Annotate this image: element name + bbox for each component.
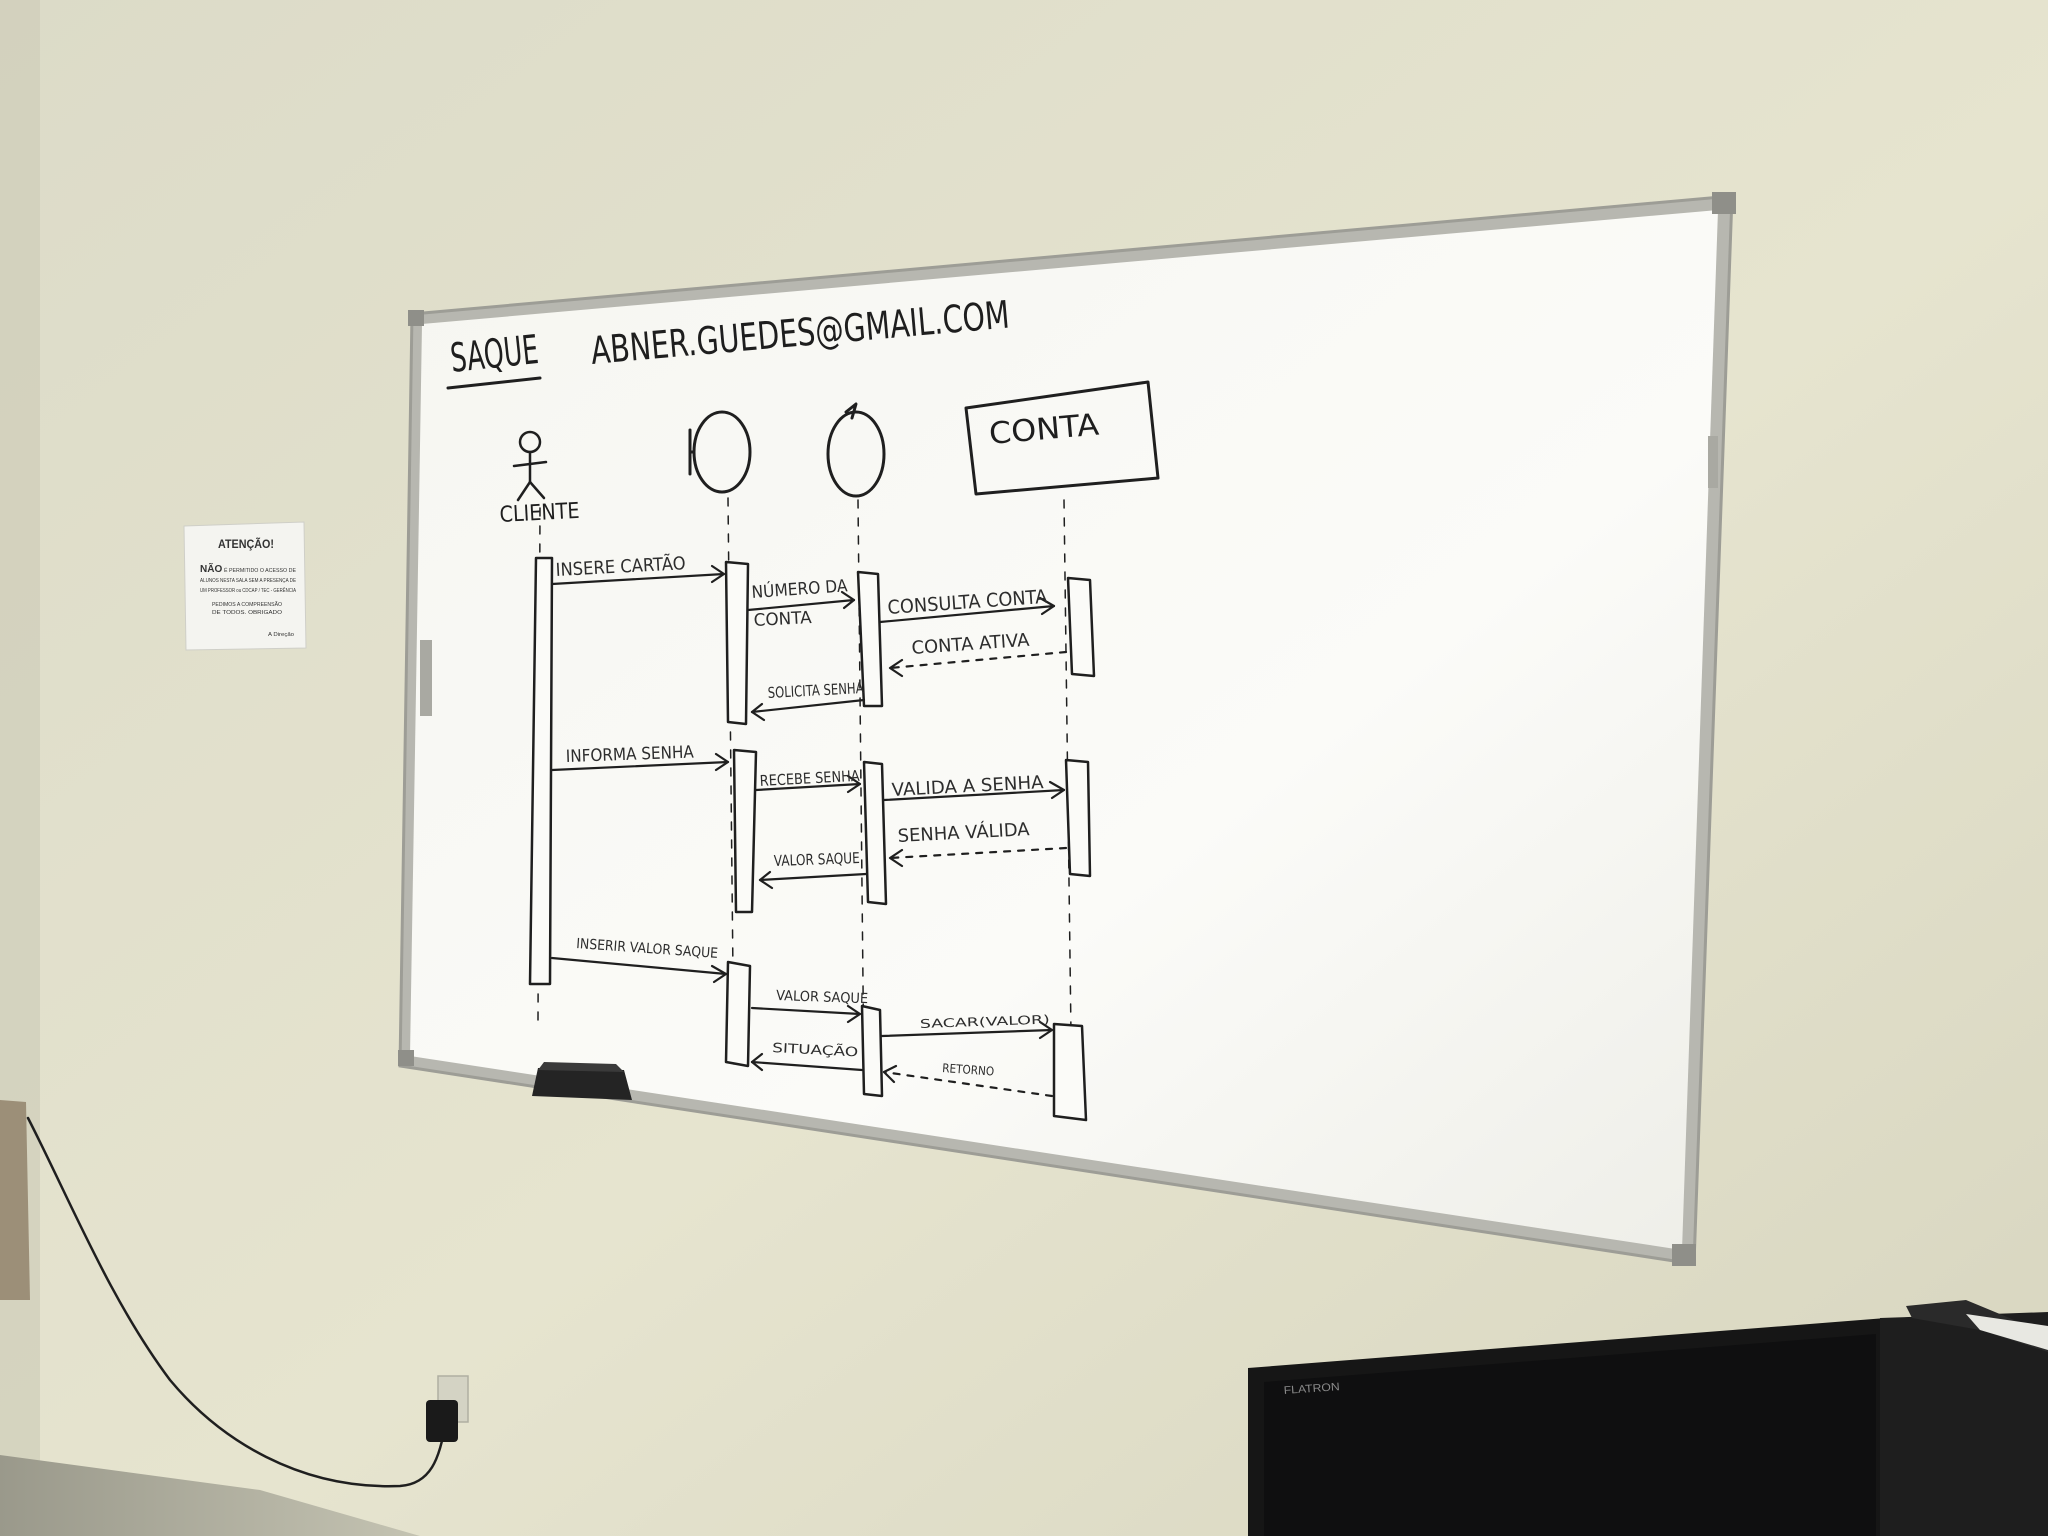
notice-lead: NÃO: [200, 562, 222, 575]
floor: [0, 1455, 420, 1536]
power-cable: [26, 1116, 448, 1488]
notice-sign: A Direção: [268, 632, 294, 638]
msg-solicita-senha: SOLICITA SENHA: [767, 679, 864, 702]
msg-informa-senha: INFORMA SENHA: [565, 743, 694, 767]
frame-corner-tl: [408, 310, 424, 326]
entity-box: [964, 380, 1160, 496]
frame-corner-tr: [1712, 192, 1736, 214]
msg-numero-conta: CONTA: [753, 608, 812, 631]
paper-stack: [1966, 1314, 2048, 1350]
message-arrows: [550, 564, 1068, 1098]
frame-clip-left: [420, 640, 432, 716]
monitor[interactable]: FLATRON: [1248, 1312, 2048, 1536]
actor-figure: [512, 430, 548, 502]
frame-corner-br: [1672, 1244, 1696, 1266]
eraser[interactable]: [532, 1062, 632, 1100]
monitor-brand: FLATRON: [1283, 1381, 1340, 1397]
msg-recebe-senha: RECEBE SENHA: [759, 767, 860, 790]
control-icon: [826, 402, 886, 498]
activation-bars: [528, 556, 1096, 1122]
notice-line1: É PERMITIDO O ACESSO DE: [224, 567, 297, 574]
msg-valor-saque: VALOR SAQUE: [776, 988, 869, 1007]
title-underline: [446, 376, 542, 390]
notice-line2: ALUNOS NESTA SALA SEM A PRESENÇA DE: [200, 578, 297, 584]
wall-corner-shadow: [0, 0, 40, 1536]
notice-line4: PEDIMOS A COMPREENSÃO: [212, 601, 282, 608]
notice-paper: ATENÇÃO! NÃO É PERMITIDO O ACESSO DE ALU…: [183, 521, 307, 651]
msg-situacao: SITUAÇÃO: [772, 1040, 859, 1060]
notice-line3: UM PROFESSOR ou CDCAP / TEC - GERÊNCIA: [200, 586, 297, 594]
frame-corner-bl: [398, 1050, 414, 1066]
shelf-edge: [0, 1100, 30, 1300]
frame-clip-right: [1708, 436, 1718, 488]
power-adapter[interactable]: [426, 1400, 458, 1442]
board-title: SAQUE: [448, 327, 540, 382]
msg-retorno: RETORNO: [942, 1061, 995, 1079]
notice-line5: DE TODOS. OBRIGADO: [212, 610, 282, 616]
notice-heading: ATENÇÃO!: [218, 536, 274, 551]
boundary-icon: [688, 410, 752, 494]
msg-valor-saque-prompt: VALOR SAQUE: [774, 849, 861, 870]
msg-sacar-valor: SACAR(VALOR): [920, 1012, 1050, 1031]
